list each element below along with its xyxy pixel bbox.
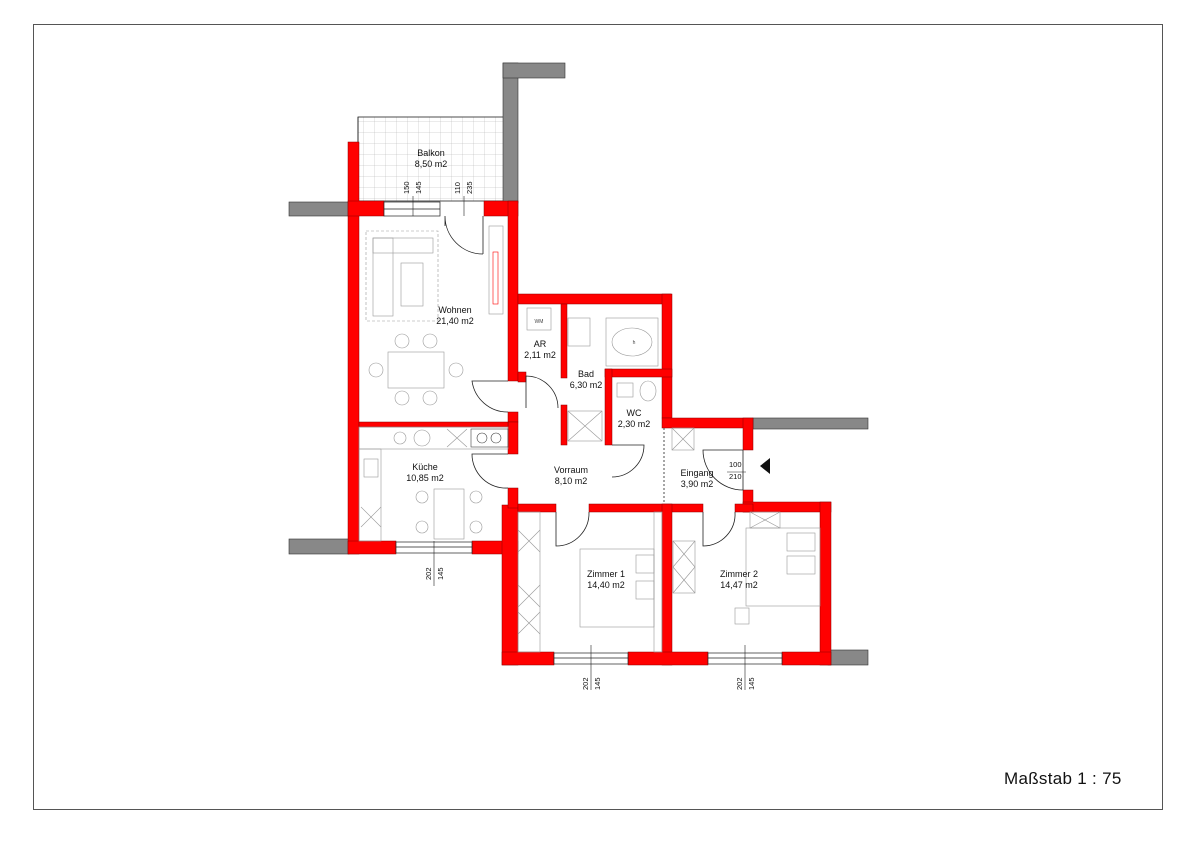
room-area-wohnen: 21,40 m2	[436, 316, 474, 326]
dim-entry-door-a: 100	[729, 460, 742, 469]
doors	[444, 215, 744, 547]
room-name-zimmer2: Zimmer 2	[720, 569, 758, 579]
drawing-frame	[33, 24, 1163, 810]
scale-label: Maßstab 1 : 75	[1004, 769, 1122, 788]
balcony	[357, 116, 506, 202]
dimension-lines	[412, 196, 746, 690]
room-name-wc: WC	[627, 408, 642, 418]
dim-balkon-window-b: 145	[414, 181, 423, 194]
dim-zimmer1-window-a: 202	[581, 677, 590, 690]
dim-zimmer1-window-b: 145	[593, 677, 602, 690]
walls	[347, 141, 832, 666]
bathtub-label: h	[633, 340, 636, 346]
dim-zimmer2-window-a: 202	[735, 677, 744, 690]
dim-entry-door-b: 210	[729, 472, 742, 481]
room-name-ar: AR	[534, 339, 547, 349]
room-labels: Balkon 8,50 m2 Wohnen 21,40 m2 AR 2,11 m…	[406, 148, 758, 590]
dimension-texts: 150 145 110 235 202 145 202 145 202 145 …	[402, 181, 756, 690]
entry-arrow-icon	[760, 458, 770, 474]
room-area-balkon: 8,50 m2	[415, 159, 448, 169]
dim-zimmer2-window-b: 145	[747, 677, 756, 690]
room-name-vorraum: Vorraum	[554, 465, 588, 475]
dim-balkon-door-b: 235	[465, 181, 474, 194]
room-area-bad: 6,30 m2	[570, 380, 603, 390]
room-area-wc: 2,30 m2	[618, 419, 651, 429]
dim-kueche-window-a: 202	[424, 567, 433, 580]
room-area-ar: 2,11 m2	[524, 350, 556, 360]
room-name-zimmer1: Zimmer 1	[587, 569, 625, 579]
room-name-balkon: Balkon	[417, 148, 445, 158]
room-name-wohnen: Wohnen	[438, 305, 471, 315]
dim-balkon-door-a: 110	[453, 182, 462, 194]
dim-kueche-window-b: 145	[436, 567, 445, 580]
room-area-kueche: 10,85 m2	[406, 473, 444, 483]
room-area-zimmer2: 14,47 m2	[720, 580, 758, 590]
room-area-eingang: 3,90 m2	[681, 479, 714, 489]
room-area-vorraum: 8,10 m2	[555, 476, 588, 486]
furniture	[358, 225, 821, 653]
dim-balkon-window-a: 150	[402, 181, 411, 194]
room-name-bad: Bad	[578, 369, 594, 379]
room-name-kueche: Küche	[412, 462, 438, 472]
existing-walls	[288, 62, 869, 666]
room-name-eingang: Eingang	[680, 468, 713, 478]
washing-machine-label: WM	[535, 319, 544, 325]
windows	[383, 201, 783, 665]
room-area-zimmer1: 14,40 m2	[587, 580, 625, 590]
